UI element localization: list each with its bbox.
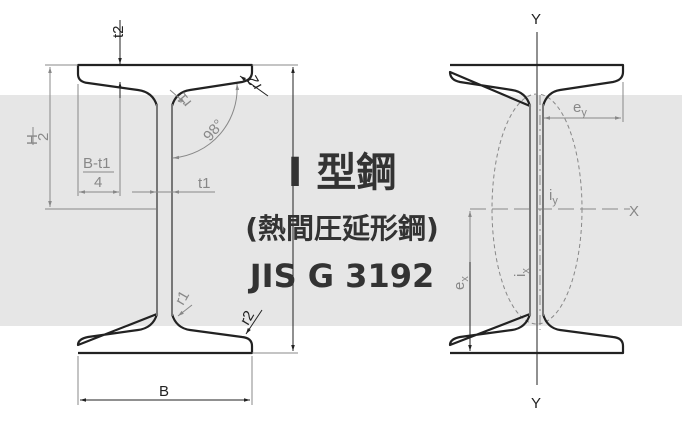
beam-outline-bottom [76,312,254,355]
label-B: B [159,383,169,400]
ex-sub: x [459,276,471,282]
label-h-half-den: 2 [35,133,52,141]
label-r2-top: r2 [244,72,265,92]
web [156,104,173,316]
iy-sub: y [552,195,558,207]
label-x-right: X [629,203,639,220]
background-band [0,95,682,326]
title-block: I 型鋼 (熱間圧延形鋼) JIS G 3192 [245,150,439,295]
gyration-ellipse [491,93,583,325]
label-iy: iy [549,187,558,207]
label-t1: t1 [198,175,211,192]
web [529,104,544,316]
right-section: Y Y X ey iy ix ex [448,11,639,412]
title-line2: (熱間圧延形鋼) [245,212,439,245]
ex-main: e [451,282,468,290]
label-bt1-num: B-t1 [83,155,111,172]
ix-sub: x [520,268,532,274]
beam-outline-top [448,63,625,108]
label-y-top: Y [531,11,541,28]
title-line1: I 型鋼 [288,150,397,196]
ix-main: i [512,274,529,277]
iy-main: i [549,187,552,204]
label-t2-top: t2 [110,25,127,38]
label-bt1-den: 4 [94,174,102,191]
ey-main: e [573,99,581,116]
title-line3: JIS G 3192 [248,257,434,295]
label-ix: ix [512,268,532,277]
label-y-bottom: Y [531,395,541,412]
label-ex: ex [451,276,471,290]
label-ey: ey [573,99,587,119]
beam-outline-bottom [448,312,625,355]
ey-sub: y [581,107,587,119]
